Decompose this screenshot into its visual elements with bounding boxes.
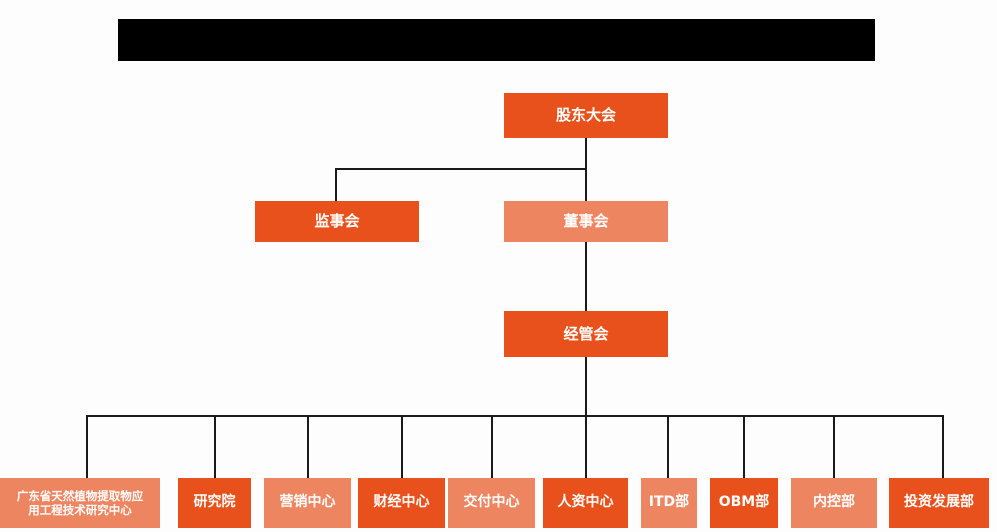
connector-to-institute [214, 415, 216, 478]
node-shareholders-meeting[interactable]: 股东大会 [504, 93, 668, 138]
connector-to-investment [942, 415, 944, 478]
node-internal-control-department[interactable]: 内控部 [791, 478, 877, 528]
node-obm-department[interactable]: OBM部 [710, 478, 778, 528]
node-institute[interactable]: 研究院 [178, 478, 251, 528]
connector-to-research-center [86, 415, 88, 478]
node-delivery-center[interactable]: 交付中心 [448, 478, 535, 528]
research-center-line-2: 用工程技术研究中心 [28, 503, 132, 517]
connector-to-delivery [491, 415, 493, 478]
node-itd-department[interactable]: ITD部 [641, 478, 697, 528]
research-center-line-1: 广东省天然植物提取物应 [16, 488, 144, 503]
node-management-committee[interactable]: 经管会 [504, 311, 668, 357]
node-investment-development-department[interactable]: 投资发展部 [889, 478, 989, 528]
redacted-title-bar [118, 19, 875, 61]
node-natural-plant-extract-research-center[interactable]: 广东省天然植物提取物应 用工程技术研究中心 [0, 478, 160, 528]
connector-shareholders-down [585, 138, 587, 170]
connector-to-obm [743, 415, 745, 478]
connector-to-itd [667, 415, 669, 478]
node-board-of-supervisors[interactable]: 监事会 [255, 201, 419, 242]
connector-management-down [585, 357, 587, 478]
connector-level2-horizontal [335, 168, 587, 170]
connector-departments-bus [86, 415, 944, 417]
connector-to-supervisors [335, 168, 337, 201]
connector-to-finance [401, 415, 403, 478]
node-finance-center[interactable]: 财经中心 [358, 478, 445, 528]
connector-to-internal-control [833, 415, 835, 478]
node-board-of-directors[interactable]: 董事会 [504, 201, 668, 242]
node-marketing-center[interactable]: 营销中心 [264, 478, 351, 528]
node-hr-center[interactable]: 人资中心 [543, 478, 628, 528]
connector-to-marketing [307, 415, 309, 478]
connector-directors-to-management [585, 241, 587, 311]
connector-to-directors [585, 168, 587, 201]
